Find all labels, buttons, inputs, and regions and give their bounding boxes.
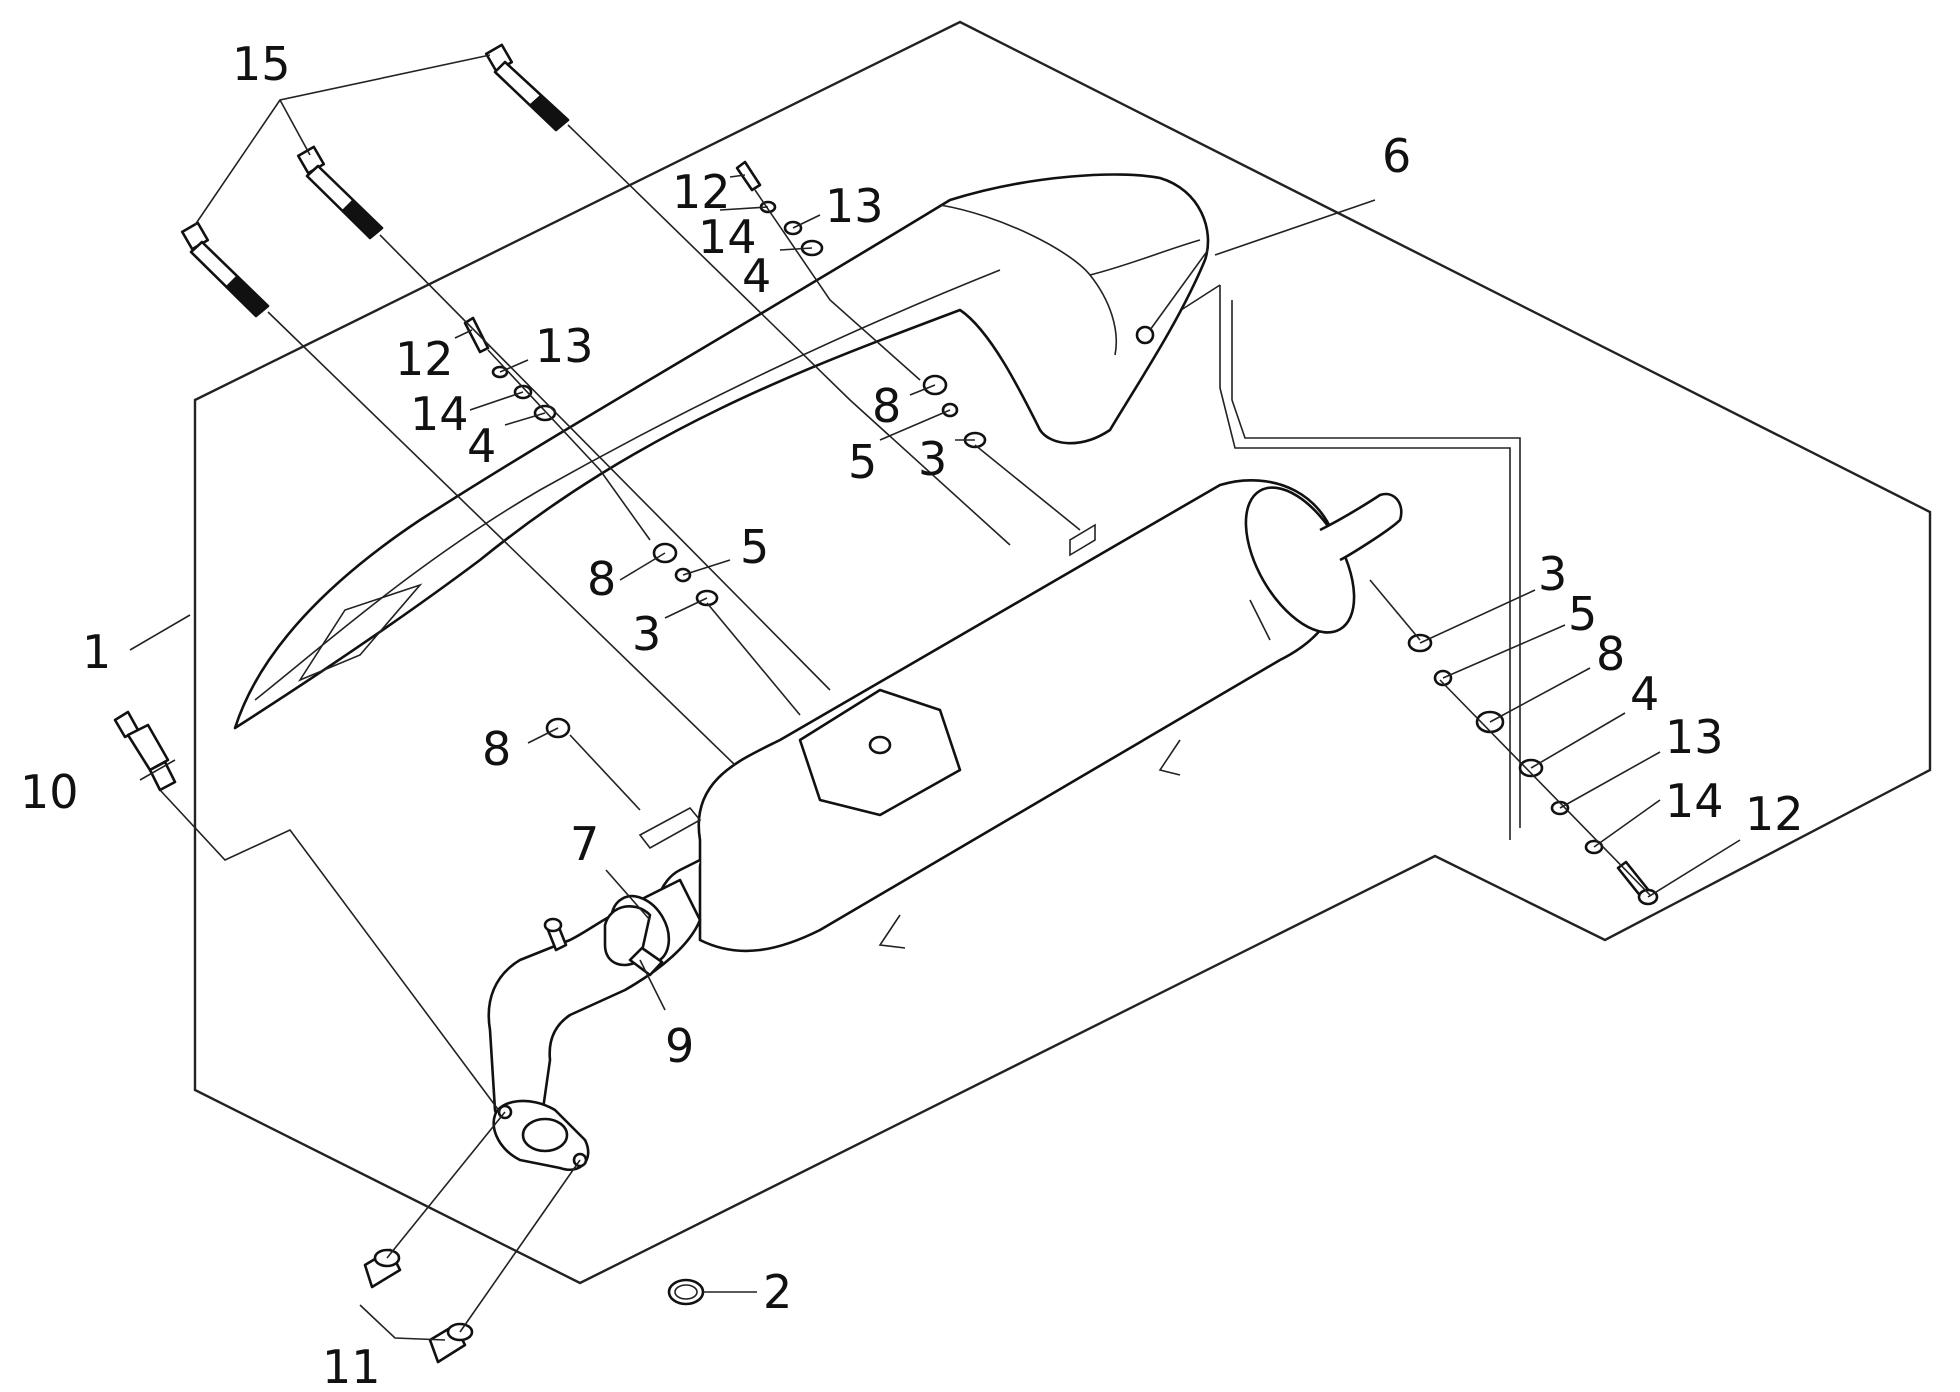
o2-sensor-10	[113, 710, 177, 792]
callout-13-a: 13	[1665, 710, 1724, 764]
callout-2: 2	[763, 1265, 792, 1319]
callout-12-b: 12	[672, 165, 731, 219]
leader-lines	[129, 54, 1741, 1341]
callout-12-a: 12	[1745, 787, 1804, 841]
callout-5-b: 5	[848, 435, 877, 489]
callout-labels: 1 2 3 3 3 4 4 4 5 5 5 6 7 8 8 8 8 9 10 1…	[20, 37, 1804, 1392]
callout-3-a: 3	[1538, 547, 1567, 601]
callout-13-b: 13	[825, 179, 884, 233]
callout-8-b: 8	[872, 379, 901, 433]
callout-13-c: 13	[535, 319, 594, 373]
callout-8-c: 8	[587, 552, 616, 606]
callout-6: 6	[1382, 129, 1411, 183]
callout-15: 15	[232, 37, 291, 91]
callout-3-c: 3	[632, 607, 661, 661]
studs-11	[363, 1248, 474, 1364]
heat-shield	[233, 173, 1210, 730]
callout-11: 11	[322, 1340, 381, 1392]
bolt-15-lower	[180, 221, 270, 318]
heatshield-group-outline	[1219, 285, 1511, 840]
bolt-15-middle	[296, 145, 384, 240]
callout-7: 7	[570, 817, 599, 871]
callout-9: 9	[665, 1019, 694, 1073]
bolt-15-top	[484, 43, 570, 132]
callout-4-a: 4	[1630, 667, 1659, 721]
callout-8-d: 8	[482, 722, 511, 776]
callout-5-a: 5	[1568, 587, 1597, 641]
front-pipe	[487, 878, 702, 1136]
callout-14-b: 14	[698, 210, 757, 264]
callout-8-a: 8	[1596, 627, 1625, 681]
callout-1: 1	[82, 625, 111, 679]
clamp-9	[603, 905, 664, 977]
callout-10: 10	[20, 765, 79, 819]
callout-4-b: 4	[742, 249, 771, 303]
callout-3-b: 3	[918, 432, 947, 486]
assembly-outline	[193, 20, 1932, 1285]
callout-12-c: 12	[395, 332, 454, 386]
heatshield-group-outline-inner	[1231, 300, 1521, 828]
gasket-2	[667, 1278, 705, 1306]
pipe-flange	[492, 1099, 590, 1171]
callout-14-c: 14	[410, 387, 469, 441]
callout-4-c: 4	[467, 419, 496, 473]
callout-5-c: 5	[740, 520, 769, 574]
callout-14-a: 14	[1665, 774, 1724, 828]
